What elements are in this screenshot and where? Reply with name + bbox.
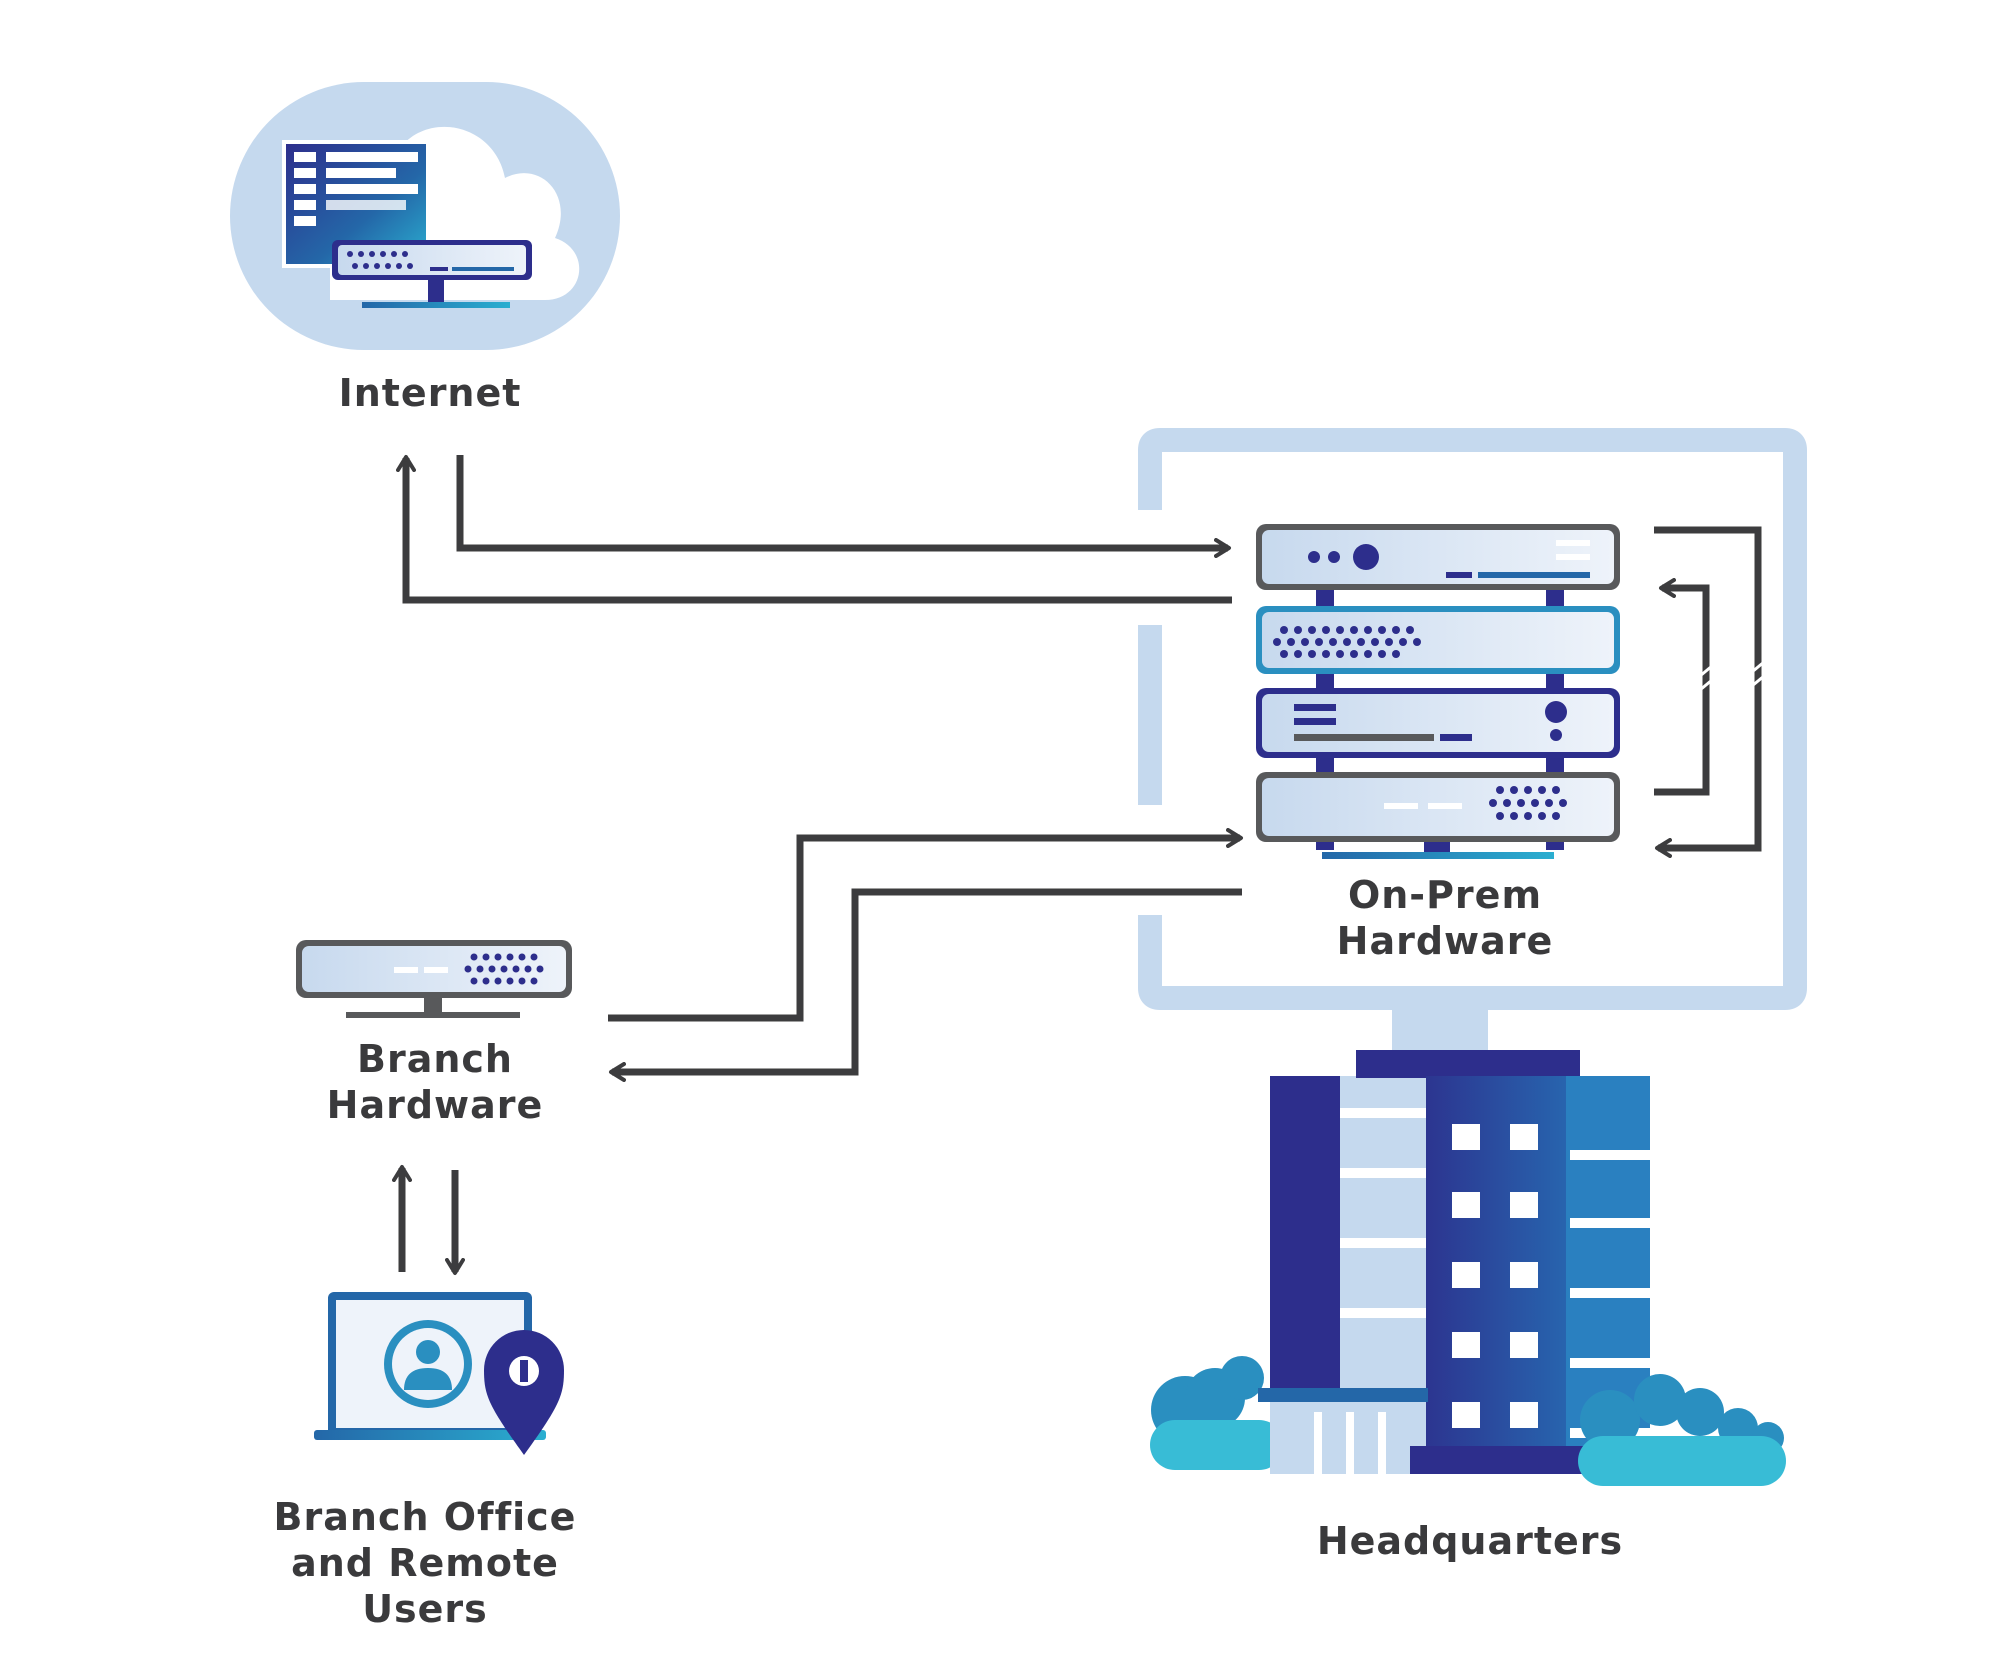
users-label-line1: Branch Office <box>273 1495 577 1539</box>
network-appliance-icon <box>296 940 572 1018</box>
on-prem-hardware-label: On-Prem Hardware <box>1280 872 1610 964</box>
office-building-icon <box>1150 1050 1786 1486</box>
laptop-user-location-icon <box>314 1292 564 1455</box>
branch-label-line1: Branch <box>357 1037 513 1081</box>
internet-label: Internet <box>280 370 580 416</box>
internet-icon <box>230 82 620 350</box>
arrow-branch-to-onprem <box>608 828 1243 1022</box>
branch-office-users-label: Branch Office and Remote Users <box>240 1494 610 1632</box>
arrow-onprem-to-internet <box>396 455 1232 604</box>
headquarters-label: Headquarters <box>1270 1518 1670 1564</box>
headquarters-label-text: Headquarters <box>1316 1519 1624 1563</box>
server-rack-icon <box>1256 524 1620 859</box>
users-label-line2: and Remote <box>291 1541 559 1585</box>
arrow-rack-loop-inner <box>1654 578 1710 796</box>
on-prem-label-line1: On-Prem <box>1347 873 1543 917</box>
arrow-rack-loop-outer <box>1654 526 1762 858</box>
branch-label-line2: Hardware <box>326 1083 544 1127</box>
on-prem-label-line2: Hardware <box>1336 919 1554 963</box>
arrow-onprem-to-branch <box>609 888 1242 1082</box>
connection-arrows <box>392 455 1762 1275</box>
rack-loop-breaks <box>1699 660 1765 692</box>
headquarters-frame <box>1138 428 1807 1054</box>
branch-hardware-label: Branch Hardware <box>290 1036 580 1128</box>
users-label-line3: Users <box>362 1587 488 1631</box>
internet-label-text: Internet <box>338 371 522 415</box>
arrow-internet-to-onprem <box>456 455 1231 558</box>
